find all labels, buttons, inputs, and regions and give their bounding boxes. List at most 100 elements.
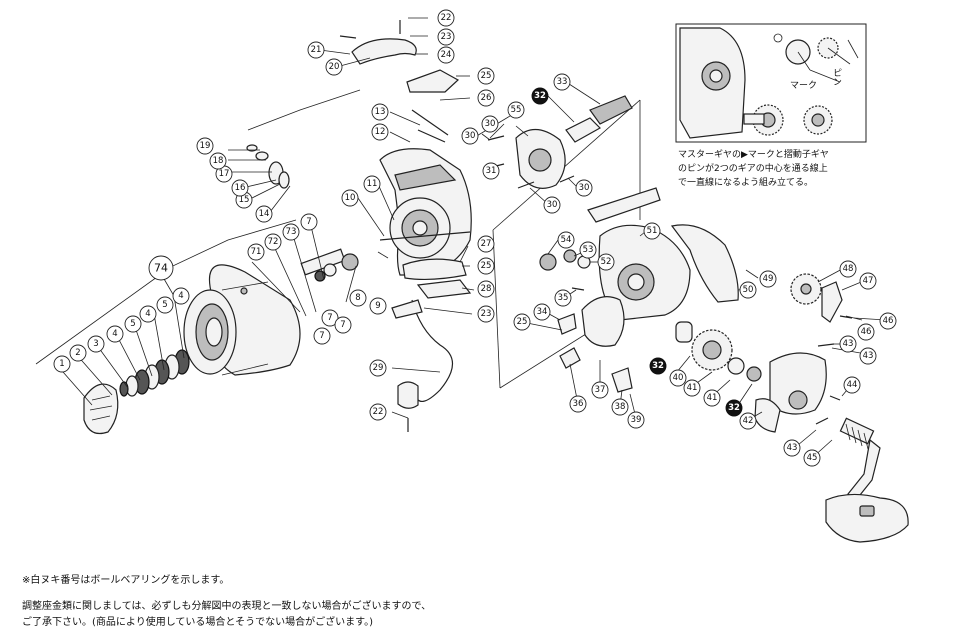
inset-oscillating-gear-drawing (803, 105, 833, 135)
drag-knob (83, 383, 119, 435)
callout-27: 27 (477, 235, 495, 253)
callout-41b: 41 (703, 389, 721, 407)
callout-32a: 32 (531, 87, 549, 105)
svg-text:19: 19 (200, 141, 211, 151)
callout-34: 34 (533, 303, 551, 321)
svg-text:72: 72 (268, 237, 279, 247)
svg-text:17: 17 (219, 169, 230, 179)
callout-7a: 7 (300, 213, 318, 231)
oscillating-gear-and-slider (790, 273, 843, 323)
svg-text:51: 51 (647, 226, 658, 236)
callout-7d: 7 (334, 316, 352, 334)
svg-text:21: 21 (311, 45, 322, 55)
svg-text:41: 41 (707, 393, 718, 403)
handle-assembly (825, 417, 909, 543)
svg-text:50: 50 (743, 285, 754, 295)
svg-text:35: 35 (558, 293, 569, 303)
svg-text:30: 30 (485, 119, 496, 129)
svg-text:23: 23 (481, 309, 492, 319)
svg-text:15: 15 (239, 195, 250, 205)
svg-text:26: 26 (481, 93, 492, 103)
callout-31: 31 (482, 162, 500, 180)
svg-text:29: 29 (373, 363, 384, 373)
svg-text:27: 27 (481, 239, 492, 249)
callout-32b: 32 (649, 357, 667, 375)
callout-43a: 43 (839, 335, 857, 353)
callout-19: 19 (196, 137, 214, 155)
spool-assembly (183, 264, 301, 376)
inset-reel-body-drawing (679, 27, 746, 139)
callout-41a: 41 (683, 379, 701, 397)
svg-text:4: 4 (178, 291, 183, 301)
svg-text:34: 34 (537, 307, 548, 317)
callout-43b: 43 (859, 347, 877, 365)
callout-46a: 46 (857, 323, 875, 341)
svg-text:42: 42 (743, 416, 754, 426)
callout-11: 11 (363, 175, 381, 193)
svg-text:20: 20 (329, 62, 340, 72)
inset-pin-label: ピン (831, 68, 841, 86)
svg-text:46: 46 (883, 316, 894, 326)
svg-text:32: 32 (534, 91, 546, 101)
callout-20: 20 (325, 58, 343, 76)
drag-washer-stack (119, 349, 190, 397)
inset-master-gear-drawing (743, 104, 784, 136)
callout-40: 40 (669, 369, 687, 387)
svg-text:32: 32 (652, 361, 664, 371)
callout-53: 53 (579, 241, 597, 259)
footnote-washer-note-1: 調整座金類に関しましては、必ずしも分解図中の表現と一致しない場合がございますので… (22, 601, 432, 612)
inset-caption-line-1: マスターギヤの▶マークと摺動子ギヤ (678, 148, 829, 160)
callout-29: 29 (369, 359, 387, 377)
svg-text:7: 7 (340, 320, 345, 330)
callout-8: 8 (349, 289, 367, 307)
svg-text:3: 3 (93, 339, 98, 349)
callout-12: 12 (371, 123, 389, 141)
svg-text:33: 33 (557, 77, 568, 87)
svg-text:18: 18 (213, 156, 224, 166)
body-cover (754, 352, 827, 433)
callout-24: 24 (437, 46, 455, 64)
callout-30c: 30 (543, 196, 561, 214)
svg-text:25: 25 (517, 317, 528, 327)
callout-39: 39 (627, 411, 645, 429)
callout-5b: 5 (156, 296, 174, 314)
svg-text:32: 32 (728, 403, 740, 413)
leader-lines (35, 17, 887, 459)
callout-54: 54 (557, 231, 575, 249)
svg-text:48: 48 (843, 264, 854, 274)
callout-30d: 30 (575, 179, 593, 197)
callout-4b: 4 (139, 305, 157, 323)
svg-text:30: 30 (465, 131, 476, 141)
callout-30a: 30 (481, 115, 499, 133)
svg-text:4: 4 (145, 309, 150, 319)
svg-text:9: 9 (375, 301, 380, 311)
callout-4a: 4 (106, 325, 124, 343)
svg-text:46: 46 (861, 327, 872, 337)
svg-text:54: 54 (561, 235, 572, 245)
callout-9: 9 (369, 297, 387, 315)
svg-text:30: 30 (579, 183, 590, 193)
callout-10: 10 (341, 189, 359, 207)
callout-42: 42 (739, 412, 757, 430)
callout-46b: 46 (879, 312, 897, 330)
svg-text:25: 25 (481, 71, 492, 81)
callout-4c: 4 (172, 287, 190, 305)
callout-1: 1 (53, 355, 71, 373)
svg-text:28: 28 (481, 284, 492, 294)
svg-text:8: 8 (355, 293, 360, 303)
callout-18: 18 (209, 152, 227, 170)
callout-5a: 5 (124, 315, 142, 333)
svg-text:5: 5 (130, 319, 135, 329)
svg-text:44: 44 (847, 380, 858, 390)
callout-3: 3 (87, 335, 105, 353)
callout-73: 73 (282, 223, 300, 241)
svg-text:12: 12 (375, 127, 386, 137)
rotor-assembly (379, 148, 472, 281)
footnote-ball-bearing: ※白ヌキ番号はボールベアリングを示します。 (22, 575, 230, 586)
callout-2: 2 (69, 344, 87, 362)
svg-text:4: 4 (112, 329, 117, 339)
callout-44: 44 (843, 376, 861, 394)
callout-22a: 22 (437, 9, 455, 27)
svg-text:7: 7 (306, 217, 311, 227)
